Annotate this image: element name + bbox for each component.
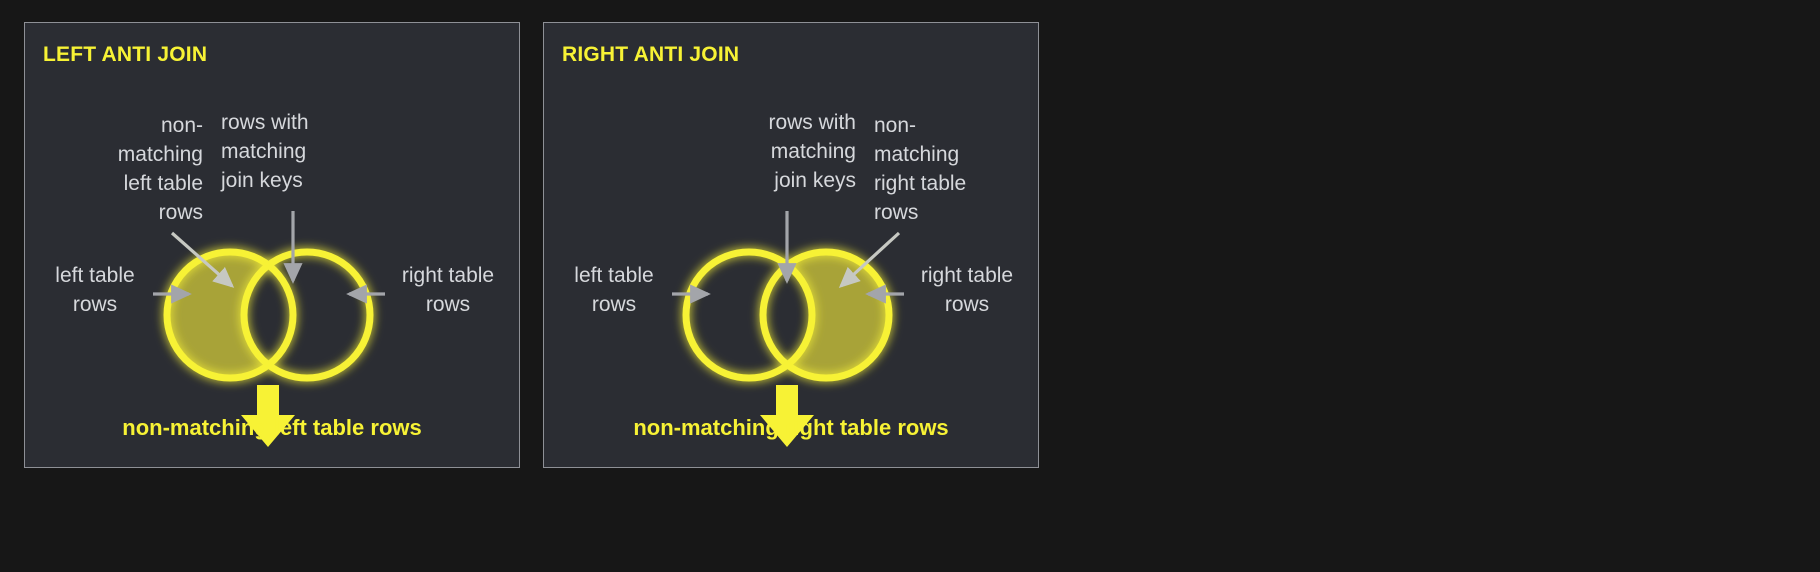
venn-circle-left [163, 248, 297, 382]
panel-left-anti-join: LEFT ANTI JOIN [24, 22, 520, 468]
result-label-right: non-matching right table rows [633, 415, 949, 440]
annotation-right-table-right: right table rows [920, 264, 1014, 316]
panel-title-right: RIGHT ANTI JOIN [562, 43, 740, 66]
venn-region-left-only [155, 238, 315, 398]
venn-region-right-only [744, 238, 904, 398]
annotation-right-table-left: right table rows [401, 264, 495, 316]
panel-title-left: LEFT ANTI JOIN [43, 43, 208, 66]
annotation-non-matching-right: non- matching right table rows [874, 114, 967, 224]
annotation-non-matching-left: non- matching left table rows [117, 114, 203, 224]
venn-diagram-left [153, 211, 385, 447]
leader-non-matching [170, 231, 235, 288]
panel-right-anti-join: RIGHT ANTI JOIN [543, 22, 1039, 468]
annotation-matching-right: rows with matching join keys [768, 111, 856, 192]
result-label-left: non-matching left table rows [122, 415, 422, 440]
venn-circle-right [759, 248, 893, 382]
leader-non-matching [838, 231, 901, 288]
annotation-left-table-left: left table rows [55, 264, 135, 316]
annotation-left-table-right: left table rows [574, 264, 654, 316]
annotation-matching-left: rows with matching join keys [221, 111, 309, 192]
venn-circle-left [682, 248, 816, 382]
venn-diagram-right [672, 211, 904, 447]
venn-circle-right [240, 248, 374, 382]
